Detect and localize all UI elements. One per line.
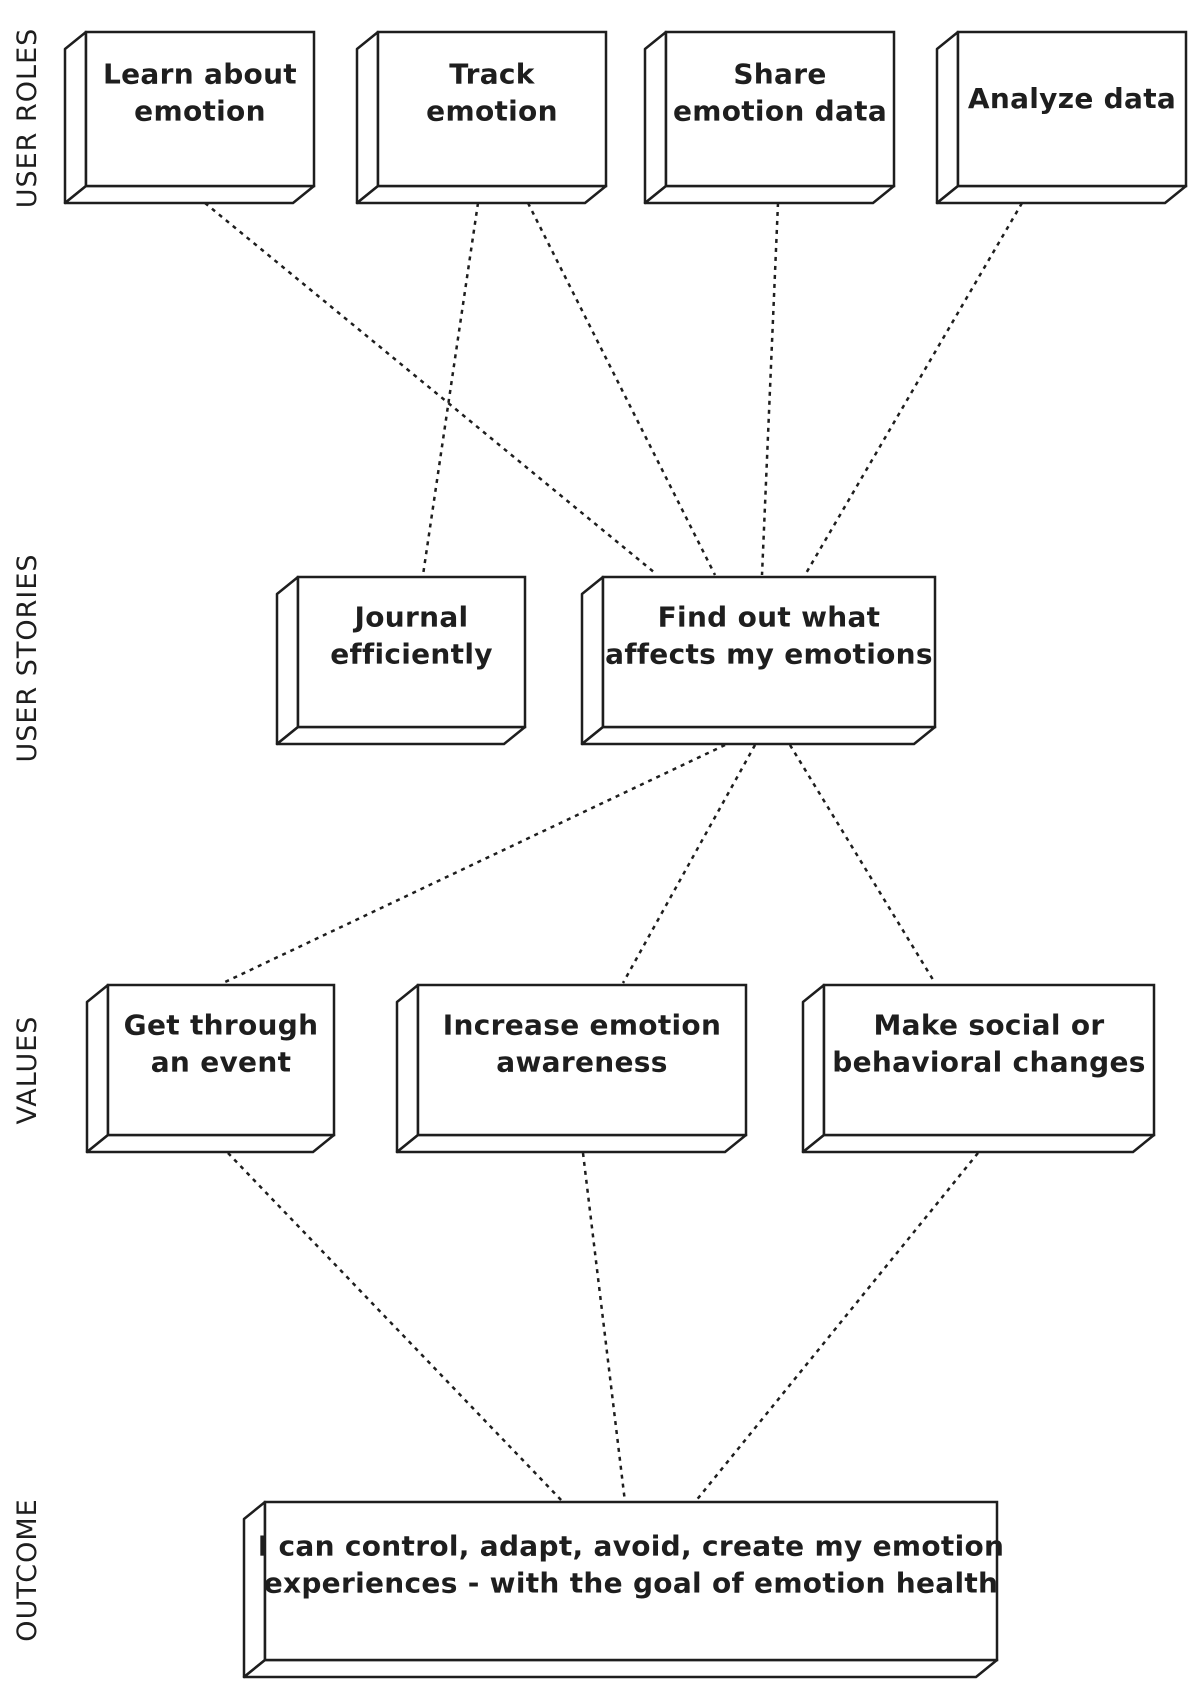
box-bottom-face [85, 1133, 336, 1154]
box-label-line: awareness [496, 1046, 667, 1079]
box-front-face [822, 983, 1156, 1137]
box-side-face [242, 1500, 267, 1679]
box-label-line: efficiently [330, 638, 493, 671]
box-find-out-what-affects: Find out what affects my emotions [580, 575, 937, 746]
connector-findout-to-awareness [621, 744, 757, 984]
box-label-line: Share [733, 58, 826, 91]
box-bottom-face [395, 1133, 748, 1154]
box-make-social-changes: Make social or behavioral changes [801, 983, 1156, 1154]
box-front-face [263, 1500, 999, 1662]
box-label-line: Analyze data [968, 82, 1176, 115]
box-label-line: Make social or [874, 1009, 1105, 1042]
box-front-face [296, 575, 527, 729]
box-learn-about-emotion: Learn about emotion [63, 30, 316, 205]
box-side-face [801, 983, 826, 1154]
box-label-line: Journal [353, 601, 469, 634]
box-label-line: affects my emotions [605, 638, 933, 671]
box-side-face [580, 575, 605, 746]
connector-learn-to-findout [204, 202, 656, 574]
box-side-face [643, 30, 668, 205]
box-label-line: emotion [134, 95, 266, 128]
section-label-user-roles: USER ROLES [12, 28, 43, 209]
box-label-line: Track [449, 58, 536, 91]
box-bottom-face [935, 184, 1188, 205]
box-front-face [106, 983, 336, 1137]
box-bottom-face [242, 1658, 999, 1679]
box-bottom-face [355, 184, 608, 205]
box-front-face [664, 30, 896, 188]
box-label-line: emotion data [673, 95, 887, 128]
box-increase-emotion-awareness: Increase emotion awareness [395, 983, 748, 1154]
box-share-emotion-data: Share emotion data [643, 30, 896, 205]
box-bottom-face [63, 184, 316, 205]
box-front-face [601, 575, 937, 729]
box-front-face [956, 30, 1188, 188]
box-side-face [395, 983, 420, 1154]
box-side-face [355, 30, 380, 205]
connector-getthrough-to-outcome [227, 1152, 564, 1503]
box-side-face [85, 983, 110, 1154]
box-label-line: I can control, adapt, avoid, create my e… [258, 1530, 1005, 1563]
box-analyze-data: Analyze data [935, 30, 1188, 205]
box-journal-efficiently: Journal efficiently [275, 575, 527, 746]
box-label-line: Find out what [658, 601, 881, 634]
box-label-line: an event [151, 1046, 292, 1079]
connector-findout-to-getthrough [222, 743, 726, 985]
connector-analyze-to-findout [803, 202, 1024, 576]
box-side-face [63, 30, 88, 205]
box-bottom-face [801, 1133, 1156, 1154]
box-bottom-face [580, 725, 937, 746]
connector-awareness-to-outcome [581, 1152, 627, 1503]
box-get-through-event: Get through an event [85, 983, 336, 1154]
connector-social-to-outcome [694, 1152, 979, 1503]
section-label-values: VALUES [12, 1016, 43, 1125]
box-bottom-face [643, 184, 896, 205]
box-track-emotion: Track emotion [355, 30, 608, 205]
box-label-line: Learn about [103, 58, 297, 91]
box-side-face [935, 30, 960, 205]
connector-findout-to-social [788, 744, 937, 984]
box-label-line: Get through [124, 1009, 319, 1042]
connector-lines [204, 202, 1024, 1503]
box-bottom-face [275, 725, 527, 746]
box-side-face [275, 575, 300, 746]
box-outcome-goal: I can control, adapt, avoid, create my e… [242, 1500, 1005, 1679]
section-label-outcome: OUTCOME [12, 1498, 43, 1641]
box-label-line: behavioral changes [832, 1046, 1145, 1079]
box-front-face [416, 983, 748, 1137]
box-label-line: emotion [426, 95, 558, 128]
box-front-face [84, 30, 316, 188]
box-label-line: experiences - with the goal of emotion h… [264, 1567, 999, 1600]
box-label-line: Increase emotion [443, 1009, 721, 1042]
section-label-user-stories: USER STORIES [12, 553, 43, 762]
connector-track-to-journal [421, 202, 480, 576]
connector-share-to-findout [760, 202, 780, 576]
box-front-face [376, 30, 608, 188]
connector-track-to-findout [526, 202, 717, 576]
